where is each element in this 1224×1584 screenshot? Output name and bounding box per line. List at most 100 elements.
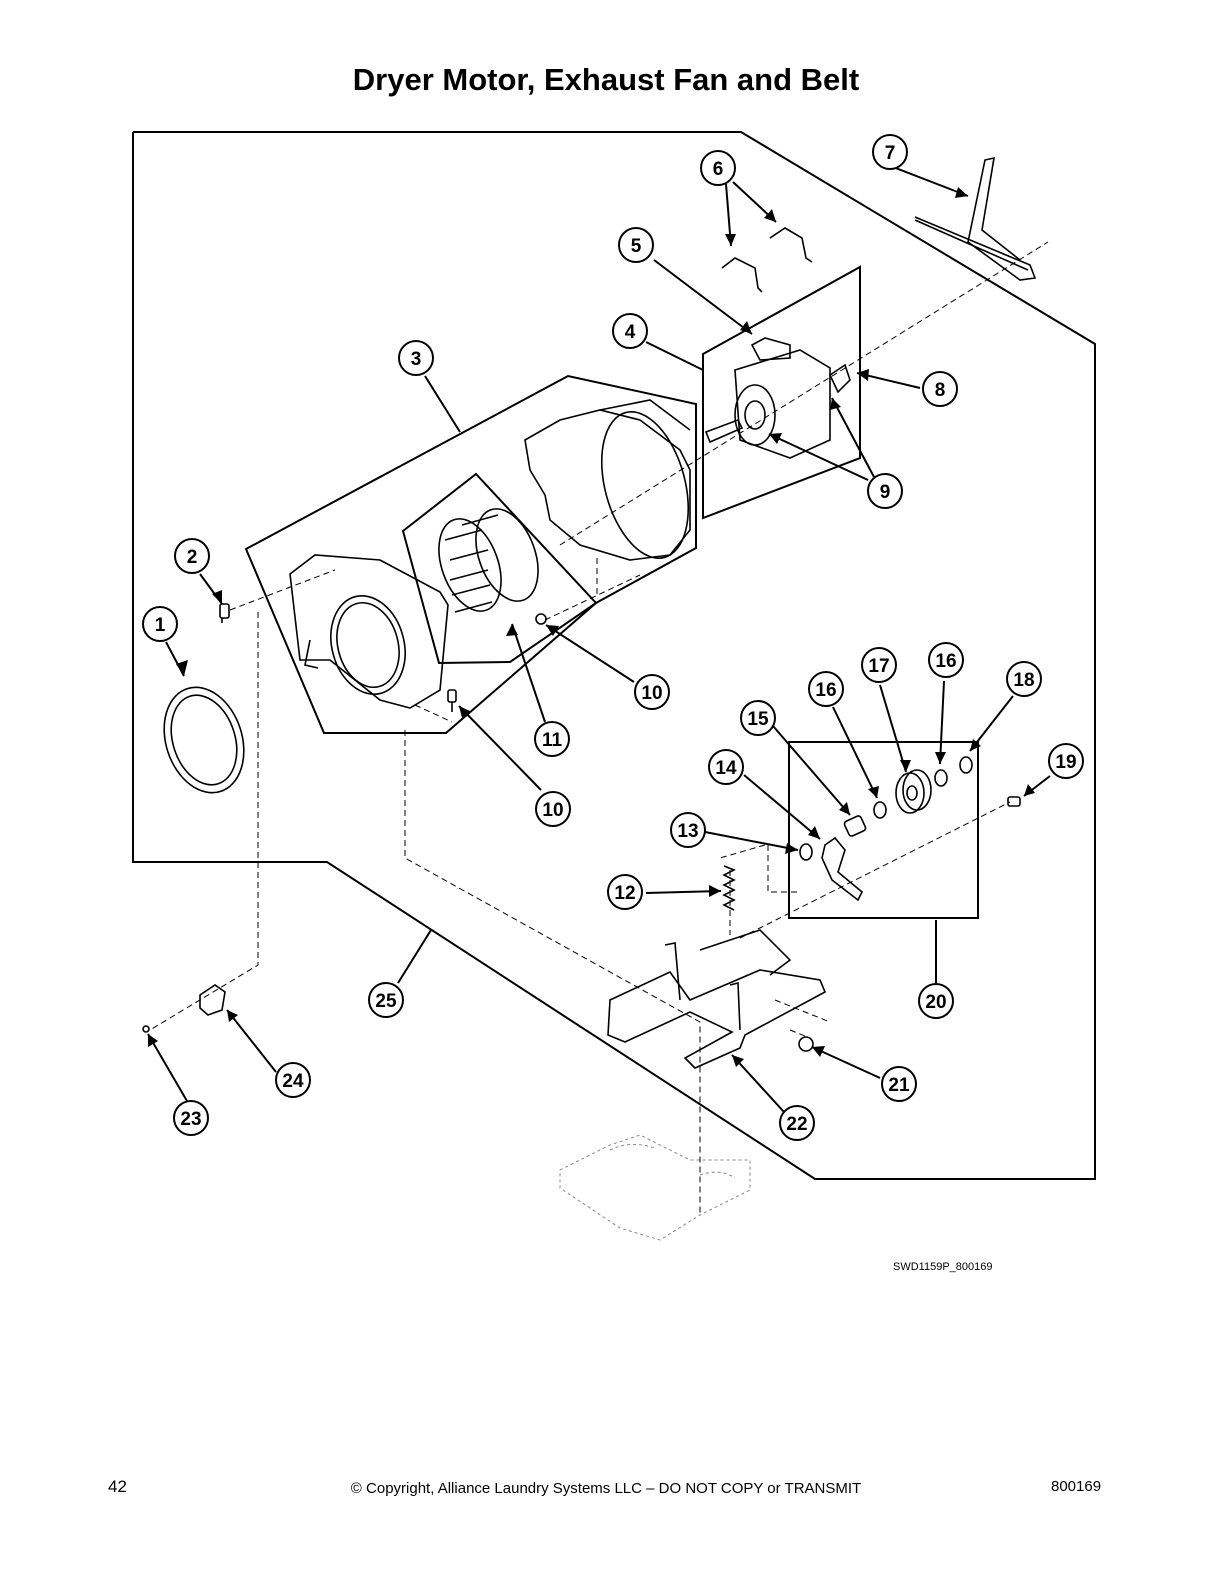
callout-22: 22 bbox=[779, 1105, 815, 1141]
part-12-spring bbox=[722, 865, 736, 911]
callout-25: 25 bbox=[368, 982, 404, 1018]
document-number: 800169 bbox=[1051, 1478, 1102, 1495]
callout-24: 24 bbox=[275, 1062, 311, 1098]
part-10-screw-lower bbox=[447, 689, 457, 712]
callout-number: 14 bbox=[715, 758, 737, 779]
callout-circle bbox=[535, 791, 571, 827]
idler-group-outline bbox=[788, 741, 979, 919]
callout-circle bbox=[779, 1105, 815, 1141]
callout-18: 18 bbox=[1006, 661, 1042, 697]
part-17-idler-pulley bbox=[895, 769, 932, 814]
callout-8: 8 bbox=[922, 371, 958, 407]
part-21-nut bbox=[798, 1036, 814, 1052]
page-title: Dryer Motor, Exhaust Fan and Belt bbox=[352, 62, 860, 97]
callout-circle bbox=[275, 1062, 311, 1098]
callout-circle bbox=[173, 1100, 209, 1136]
assembly-outline bbox=[132, 131, 1096, 1180]
callout-number: 10 bbox=[641, 683, 662, 704]
part-6-clips bbox=[721, 227, 813, 293]
callout-number: 20 bbox=[925, 992, 946, 1013]
callout-circle bbox=[368, 982, 404, 1018]
callout-10: 10 bbox=[634, 674, 670, 710]
callout-circle bbox=[142, 606, 178, 642]
callout-circle bbox=[740, 700, 776, 736]
part-4-motor bbox=[704, 337, 851, 459]
callout-circle bbox=[700, 150, 736, 186]
part-13-nut bbox=[799, 843, 813, 861]
callout-circle bbox=[872, 134, 908, 170]
copyright-notice: © Copyright, Alliance Laundry Systems LL… bbox=[350, 1480, 862, 1497]
callout-21: 21 bbox=[881, 1066, 917, 1102]
part-24-connector bbox=[199, 984, 226, 1016]
callout-19: 19 bbox=[1048, 743, 1084, 779]
callout-circle bbox=[607, 874, 643, 910]
part-14-idler-arm bbox=[821, 836, 863, 902]
callout-12: 12 bbox=[607, 874, 643, 910]
callout-15: 15 bbox=[740, 700, 776, 736]
callout-number: 18 bbox=[1013, 670, 1034, 691]
callout-16: 16 bbox=[928, 642, 964, 678]
callout-circle bbox=[612, 313, 648, 349]
callout-13: 13 bbox=[670, 812, 706, 848]
callout-11: 11 bbox=[534, 721, 570, 757]
callout-number: 22 bbox=[786, 1114, 807, 1135]
part-16-washer-b bbox=[934, 769, 948, 787]
callout-number: 16 bbox=[935, 651, 956, 672]
callout-circle bbox=[918, 983, 954, 1019]
part-19-bolt bbox=[1007, 796, 1021, 807]
callout-number: 2 bbox=[187, 547, 198, 568]
callout-circle bbox=[398, 340, 434, 376]
callout-circle bbox=[861, 647, 897, 683]
callout-10: 10 bbox=[535, 791, 571, 827]
callout-17: 17 bbox=[861, 647, 897, 683]
part-22-motor-mount bbox=[607, 929, 827, 1069]
part-15-idler-shaft bbox=[843, 815, 867, 837]
figure-id: SWD1159P_800169 bbox=[893, 1261, 993, 1273]
callout-5: 5 bbox=[618, 227, 654, 263]
part-11-fan-wheel bbox=[438, 508, 539, 613]
part-18-nut bbox=[959, 756, 973, 774]
callout-20: 20 bbox=[918, 983, 954, 1019]
callout-circle bbox=[534, 721, 570, 757]
callout-circle bbox=[708, 749, 744, 785]
part-23-screw bbox=[142, 1025, 150, 1033]
callout-1: 1 bbox=[142, 606, 178, 642]
callout-2: 2 bbox=[174, 538, 210, 574]
callout-6: 6 bbox=[700, 150, 736, 186]
motor-group-outline bbox=[702, 265, 861, 520]
callout-circle bbox=[1048, 743, 1084, 779]
callout-4: 4 bbox=[612, 313, 648, 349]
callout-3: 3 bbox=[398, 340, 434, 376]
callout-circle bbox=[670, 812, 706, 848]
housing-group-outline bbox=[244, 374, 697, 734]
part-10-screw-upper bbox=[535, 613, 547, 625]
part-7-belt bbox=[914, 156, 1037, 281]
callout-labels: 1234567891010111213141516161718192021222… bbox=[142, 134, 1084, 1141]
callout-16: 16 bbox=[808, 671, 844, 707]
callout-circle bbox=[922, 371, 958, 407]
callout-23: 23 bbox=[173, 1100, 209, 1136]
callout-number: 9 bbox=[880, 482, 891, 503]
callout-circle bbox=[1006, 661, 1042, 697]
callout-number: 21 bbox=[888, 1075, 910, 1096]
callout-number: 24 bbox=[282, 1071, 304, 1092]
callout-number: 15 bbox=[747, 709, 769, 730]
part-1-ring bbox=[163, 686, 245, 794]
part-16-washer-a bbox=[873, 801, 887, 819]
callout-number: 10 bbox=[542, 800, 563, 821]
callout-circle bbox=[174, 538, 210, 574]
callout-number: 1 bbox=[155, 615, 166, 636]
callout-circle bbox=[881, 1066, 917, 1102]
callout-number: 7 bbox=[885, 143, 896, 164]
callout-circle bbox=[618, 227, 654, 263]
callout-number: 12 bbox=[614, 883, 635, 904]
part-3-housing-front bbox=[289, 554, 449, 709]
callout-number: 19 bbox=[1055, 752, 1076, 773]
callout-number: 11 bbox=[542, 730, 563, 751]
callout-number: 5 bbox=[631, 236, 642, 257]
callout-14: 14 bbox=[708, 749, 744, 785]
callout-circle bbox=[928, 642, 964, 678]
callout-number: 13 bbox=[677, 821, 698, 842]
callout-circle bbox=[634, 674, 670, 710]
